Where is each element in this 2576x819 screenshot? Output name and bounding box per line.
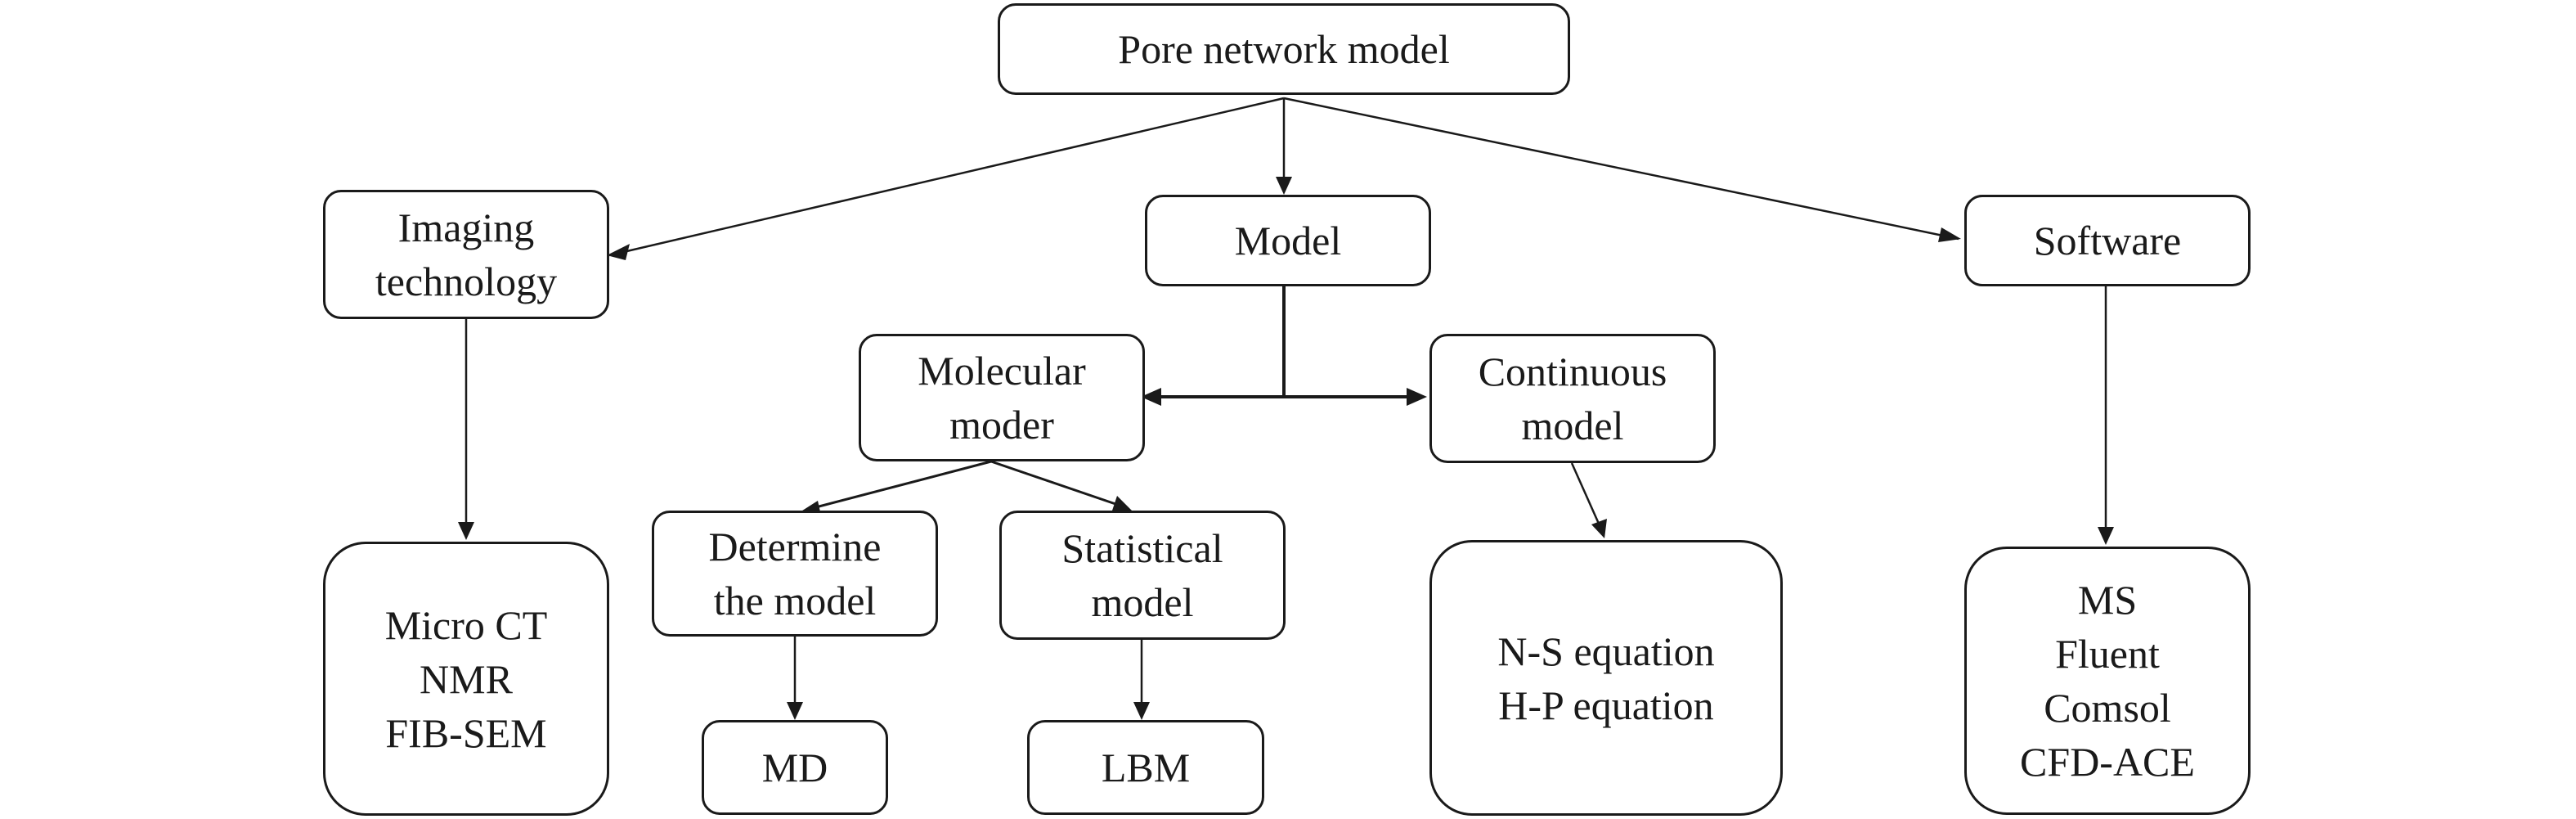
node-label-line: Software: [2033, 218, 2182, 263]
node-imaging-technology: Imaging technology: [323, 190, 609, 319]
node-label-line: MS: [2077, 577, 2138, 623]
arrowhead-software-list: [2098, 527, 2114, 545]
node-label-line: Determine: [708, 524, 882, 569]
node-label-line: Continuous: [1478, 349, 1667, 394]
node-label-line: N-S equation: [1497, 628, 1715, 674]
node-label-line: LBM: [1101, 745, 1191, 790]
arrowhead-imaging: [607, 244, 630, 260]
node-label-line: Pore network model: [1118, 26, 1450, 72]
arrowhead-equations: [1591, 519, 1607, 538]
arrowhead-model: [1276, 177, 1292, 195]
node-label-line: model: [1521, 403, 1624, 448]
node-imaging-list: Micro CT NMR FIB-SEM: [323, 542, 609, 816]
arrowhead-imaging-list: [458, 522, 474, 540]
node-label-line: FIB-SEM: [385, 709, 547, 756]
edge-molecular-to-determine: [809, 460, 992, 511]
node-label-line: CFD-ACE: [2020, 739, 2195, 785]
node-label-line: Fluent: [2055, 631, 2160, 677]
node-label-line: Model: [1234, 218, 1342, 263]
arrowhead-md: [787, 702, 803, 720]
node-continuous-model: Continuous model: [1429, 334, 1716, 463]
edge-continuous-to-equations: [1570, 462, 1600, 524]
node-label-line: model: [1091, 579, 1194, 625]
node-pore-network-model: Pore network model: [998, 3, 1570, 95]
node-software-list: MS Fluent Comsol CFD-ACE: [1964, 547, 2251, 815]
node-label-line: Molecular: [918, 348, 1086, 394]
node-label-line: Statistical: [1061, 525, 1223, 571]
edge-molecular-to-statistical: [990, 460, 1121, 507]
node-lbm: LBM: [1027, 720, 1264, 815]
node-molecular-moder: Molecular moder: [859, 334, 1145, 461]
node-label-line: H-P equation: [1498, 682, 1714, 728]
node-statistical-model: Statistical model: [999, 511, 1286, 640]
node-label-line: the model: [713, 578, 877, 623]
arrowhead-continuous: [1407, 388, 1427, 406]
node-model: Model: [1145, 195, 1431, 286]
node-label-line: NMR: [420, 655, 513, 702]
arrowhead-lbm: [1133, 702, 1150, 720]
node-md: MD: [702, 720, 888, 815]
node-determine-the-model: Determine the model: [652, 511, 938, 637]
arrowhead-statistical: [1112, 496, 1132, 511]
node-label-line: moder: [949, 402, 1054, 448]
node-label-line: Micro CT: [384, 601, 548, 648]
node-label-line: technology: [375, 259, 558, 304]
node-equations: N-S equation H-P equation: [1429, 540, 1783, 816]
arrowhead-software: [1938, 227, 1961, 242]
node-label-line: MD: [761, 745, 828, 790]
node-software: Software: [1964, 195, 2251, 286]
node-label-line: Comsol: [2044, 685, 2171, 731]
node-label-line: Imaging: [397, 205, 535, 250]
